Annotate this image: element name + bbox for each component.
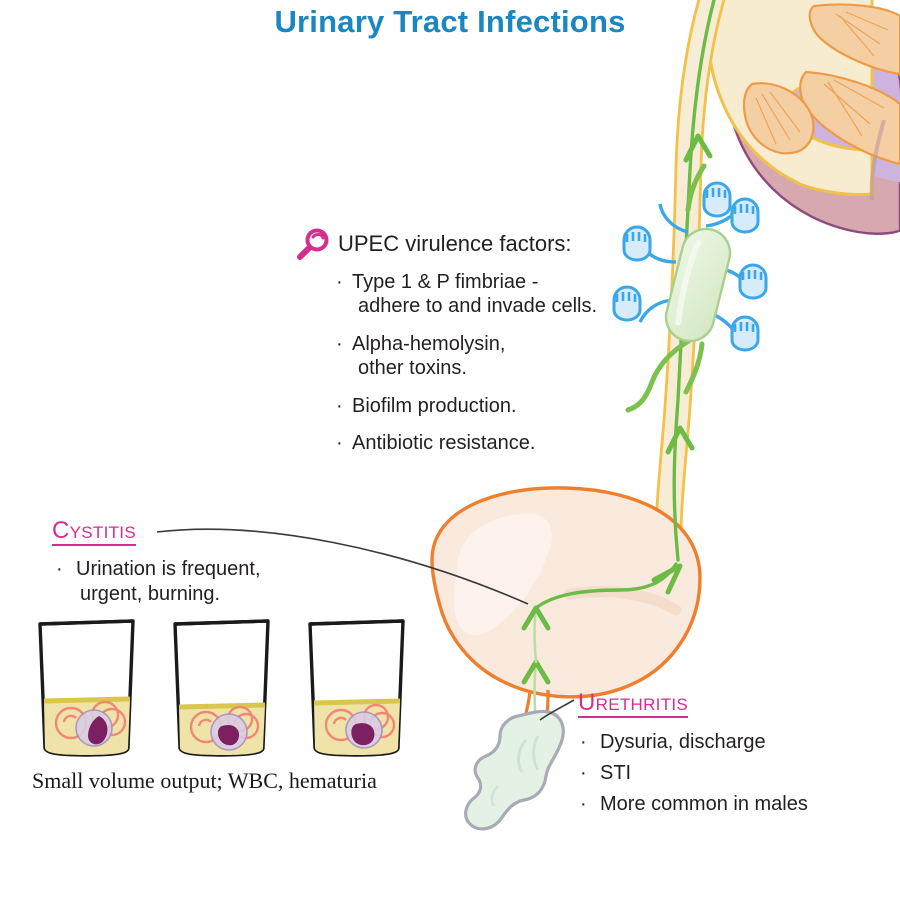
page-title: Urinary Tract Infections — [274, 4, 626, 39]
item-line1: Antibiotic resistance. — [352, 431, 536, 454]
upec-bacterium — [612, 163, 768, 413]
urethral-discharge — [464, 709, 565, 831]
item-line2: adhere to and invade cells. — [358, 295, 598, 318]
upec-heading: UPEC virulence factors: — [338, 231, 572, 256]
bullet: · — [336, 271, 343, 293]
list-item: · STI — [580, 758, 898, 789]
item-line1: Dysuria, discharge — [600, 731, 766, 754]
cystitis-block: Cystitis · Urination is frequent, urgent… — [52, 518, 382, 607]
item-line1: STI — [600, 762, 632, 785]
upec-heading-row: UPEC virulence factors: — [296, 228, 696, 260]
list-item: · Type 1 & P fimbriae - adhere to and in… — [336, 270, 696, 319]
bullet: · — [336, 332, 343, 355]
list-item: · Antibiotic resistance. — [336, 431, 696, 455]
item-line1: More common in males — [600, 793, 808, 816]
item-line1: Biofilm production. — [352, 394, 517, 417]
cystitis-leader-line — [156, 528, 529, 605]
list-item: · Biofilm production. — [336, 394, 696, 418]
cystitis-heading: Cystitis — [52, 518, 136, 547]
list-item: · Alpha-hemolysin, other toxins. — [336, 332, 696, 381]
list-item: · More common in males — [580, 789, 898, 820]
urine-glass-1 — [38, 619, 135, 757]
urethritis-list: · Dysuria, discharge · STI · More common… — [578, 727, 898, 820]
bullet: · — [580, 762, 587, 785]
bullet: · — [336, 394, 343, 417]
urethritis-leader-line — [539, 699, 575, 721]
item-line2: urgent, burning. — [80, 583, 221, 606]
urine-glass-3 — [308, 619, 405, 757]
bullet: · — [580, 793, 587, 816]
item-line1: Alpha-hemolysin, — [352, 332, 506, 355]
bullet: · — [580, 731, 587, 754]
upec-list: · Type 1 & P fimbriae - adhere to and in… — [296, 270, 696, 455]
urethritis-block: Urethritis · Dysuria, discharge · STI · … — [578, 690, 898, 820]
list-item: · Dysuria, discharge — [580, 727, 898, 758]
bullet: · — [56, 558, 63, 581]
item-line1: Urination is frequent, — [76, 558, 261, 581]
fimbria-tips — [612, 181, 768, 352]
kidney-cross-section — [705, 0, 900, 235]
upec-virulence-block: UPEC virulence factors: · Type 1 & P fim… — [296, 228, 696, 468]
urethritis-heading: Urethritis — [578, 690, 689, 719]
bullet: · — [336, 431, 343, 454]
cystitis-list: · Urination is frequent, urgent, burning… — [52, 557, 382, 607]
list-item: · Urination is frequent, urgent, burning… — [56, 557, 382, 607]
item-line2: other toxins. — [358, 357, 467, 380]
item-line1: Type 1 & P fimbriae - — [352, 271, 539, 293]
urine-caption: Small volume output; WBC, hematuria — [32, 768, 377, 793]
magnifier-icon — [297, 228, 329, 260]
urine-glass-2 — [173, 619, 270, 757]
